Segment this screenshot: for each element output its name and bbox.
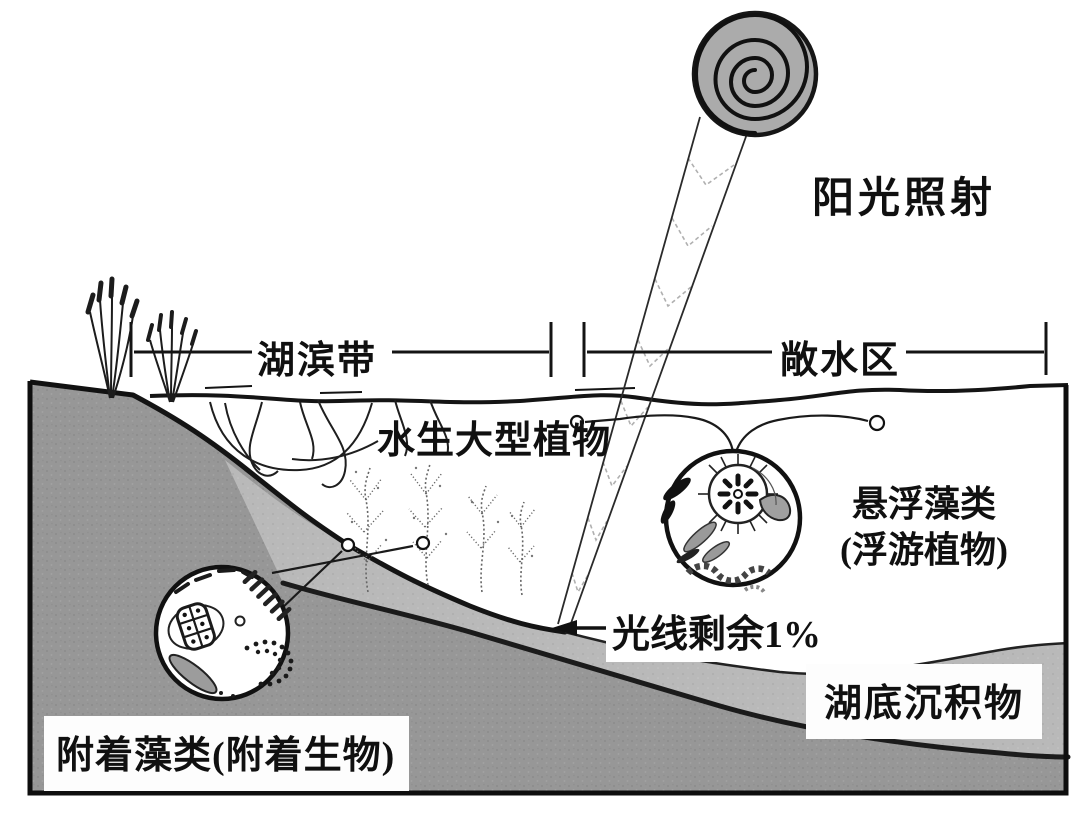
pointer-line <box>279 550 343 611</box>
lake-sediment-label: 湖底沉积物 <box>806 664 1043 739</box>
dotted-crescent <box>219 639 294 698</box>
left-arrow-icon <box>552 620 606 636</box>
algal-chain <box>685 562 772 584</box>
zone-brackets <box>129 322 1048 377</box>
sun-spiral-icon <box>691 10 819 138</box>
water-surface <box>149 383 1069 407</box>
periphyton-magnifier-circle <box>153 535 431 702</box>
land-top-line <box>29 379 134 398</box>
colonial-alga <box>167 602 225 651</box>
gray-crescent <box>758 494 792 522</box>
connector-line <box>584 414 735 453</box>
suspended-algae-label: 悬浮藻类 (浮游植物) <box>822 481 1026 573</box>
suspended-algae-line2: (浮游植物) <box>840 530 1008 571</box>
beam-chevrons <box>571 157 735 594</box>
phytoplankton-magnifier-circle <box>569 414 886 594</box>
segmented-worm <box>242 569 292 622</box>
light-beam <box>557 116 749 627</box>
beam-left-edge <box>557 116 701 625</box>
littoral-zone-label: 湖滨带 <box>257 340 378 382</box>
attached-algae-label: 附着藻类(附着生物) <box>44 716 410 791</box>
beam-right-edge <box>569 130 749 627</box>
floating-plant-roots <box>209 399 450 489</box>
sediment-lower-line <box>280 580 1071 760</box>
submerged-plants <box>346 463 536 596</box>
open-water-zone-label: 敞水区 <box>780 340 901 382</box>
surface-marker <box>868 414 886 432</box>
aquatic-macrophytes-label: 水生大型植物 <box>377 420 612 462</box>
diatom <box>168 653 218 695</box>
pointer-line <box>271 544 414 575</box>
attachment-marker <box>340 537 356 553</box>
shore-reeds <box>85 276 198 403</box>
sunlight-label: 阳光照射 <box>812 176 997 222</box>
surface-marker <box>569 414 585 430</box>
attachment-marker <box>415 535 431 551</box>
frame-border <box>27 381 1069 796</box>
light-remaining-label: 光线剩余1% <box>606 602 832 662</box>
suspended-algae-line1: 悬浮藻类 <box>851 484 996 524</box>
connector-line <box>734 414 869 453</box>
centric-diatom <box>698 454 778 534</box>
